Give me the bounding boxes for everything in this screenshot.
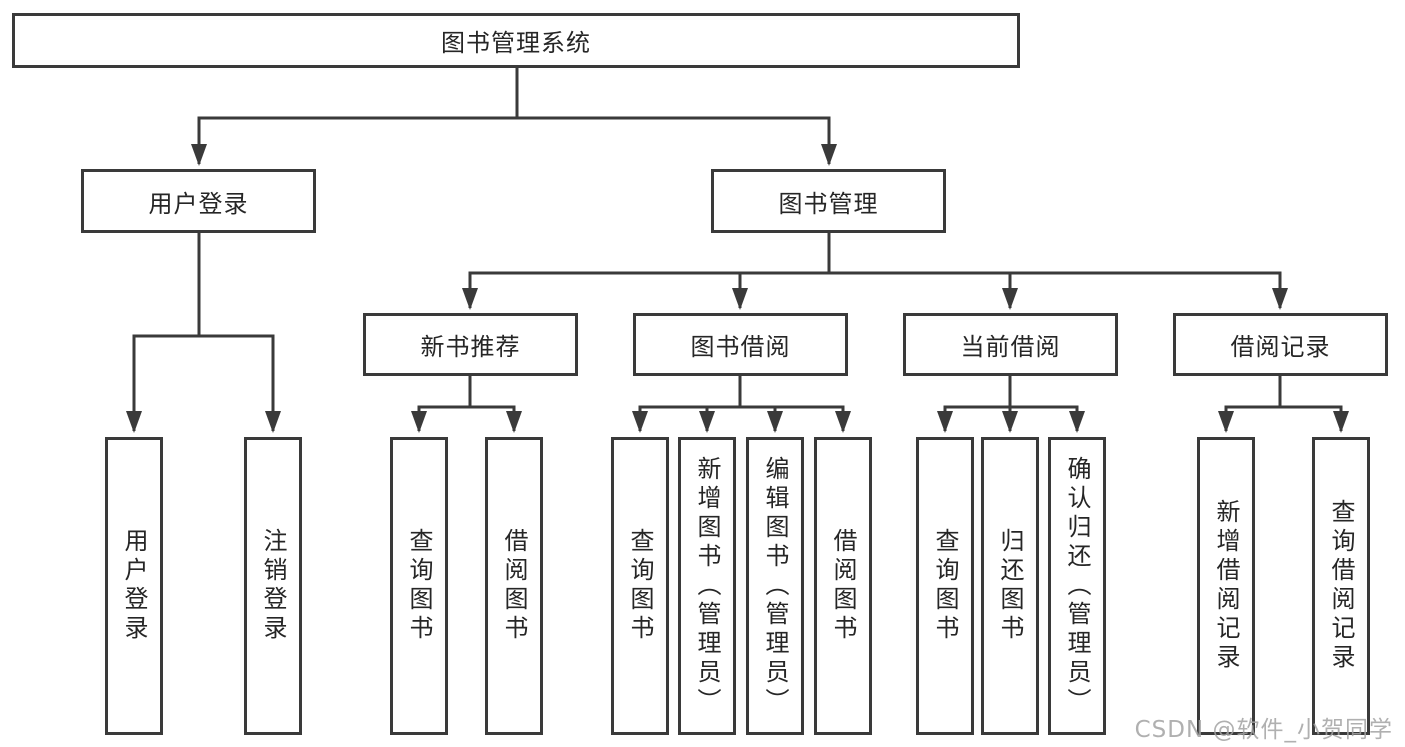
leaf-edit-book-admin: 编辑图书（管理员） (746, 437, 804, 735)
node-user-login: 用户登录 (81, 169, 316, 233)
node-root: 图书管理系统 (12, 13, 1020, 68)
node-new-book-recommend: 新书推荐 (363, 313, 578, 376)
leaf-add-borrow-record-label: 新增借阅记录 (1212, 499, 1240, 673)
node-new-book-recommend-label: 新书推荐 (420, 333, 521, 361)
node-user-login-label: 用户登录 (148, 189, 249, 218)
leaf-add-book-admin: 新增图书（管理员） (678, 437, 736, 735)
leaf-query-books-borrow: 查询图书 (611, 437, 669, 735)
leaf-add-borrow-record: 新增借阅记录 (1197, 437, 1255, 735)
leaf-query-books-recommend-label: 查询图书 (405, 528, 433, 644)
leaf-query-books-current-label: 查询图书 (931, 528, 959, 644)
leaf-borrow-books-2: 借阅图书 (814, 437, 872, 735)
leaf-edit-book-admin-label: 编辑图书（管理员） (761, 455, 789, 717)
leaf-borrow-books-2-label: 借阅图书 (829, 528, 857, 644)
leaf-query-books-current: 查询图书 (916, 437, 974, 735)
leaf-user-login-label: 用户登录 (120, 528, 148, 644)
connector-bars (132, 66, 1343, 409)
leaf-logout: 注销登录 (244, 437, 302, 735)
leaf-query-borrow-record: 查询借阅记录 (1312, 437, 1370, 735)
csdn-watermark: CSDN @软件_小贺同学 (1134, 717, 1393, 743)
node-book-borrow-label: 图书借阅 (690, 333, 791, 361)
node-current-borrow: 当前借阅 (903, 313, 1118, 376)
node-borrow-records: 借阅记录 (1173, 313, 1388, 376)
node-root-label: 图书管理系统 (441, 29, 591, 57)
leaf-confirm-return-admin: 确认归还（管理员） (1048, 437, 1106, 735)
node-current-borrow-label: 当前借阅 (960, 333, 1061, 361)
leaf-query-borrow-record-label: 查询借阅记录 (1327, 499, 1355, 673)
node-book-borrow: 图书借阅 (633, 313, 848, 376)
connector-arrows (126, 118, 1349, 433)
leaf-borrow-books-recommend-label: 借阅图书 (500, 528, 528, 644)
leaf-user-login: 用户登录 (105, 437, 163, 735)
leaf-return-book-label: 归还图书 (996, 528, 1024, 644)
node-borrow-records-label: 借阅记录 (1230, 333, 1331, 361)
leaf-borrow-books-recommend: 借阅图书 (485, 437, 543, 735)
leaf-confirm-return-admin-label: 确认归还（管理员） (1063, 455, 1091, 717)
node-book-management: 图书管理 (711, 169, 946, 233)
leaf-logout-label: 注销登录 (259, 528, 287, 644)
leaf-query-books-borrow-label: 查询图书 (626, 528, 654, 644)
leaf-add-book-admin-label: 新增图书（管理员） (693, 455, 721, 717)
leaf-query-books-recommend: 查询图书 (390, 437, 448, 735)
node-book-management-label: 图书管理 (778, 189, 879, 218)
leaf-return-book: 归还图书 (981, 437, 1039, 735)
